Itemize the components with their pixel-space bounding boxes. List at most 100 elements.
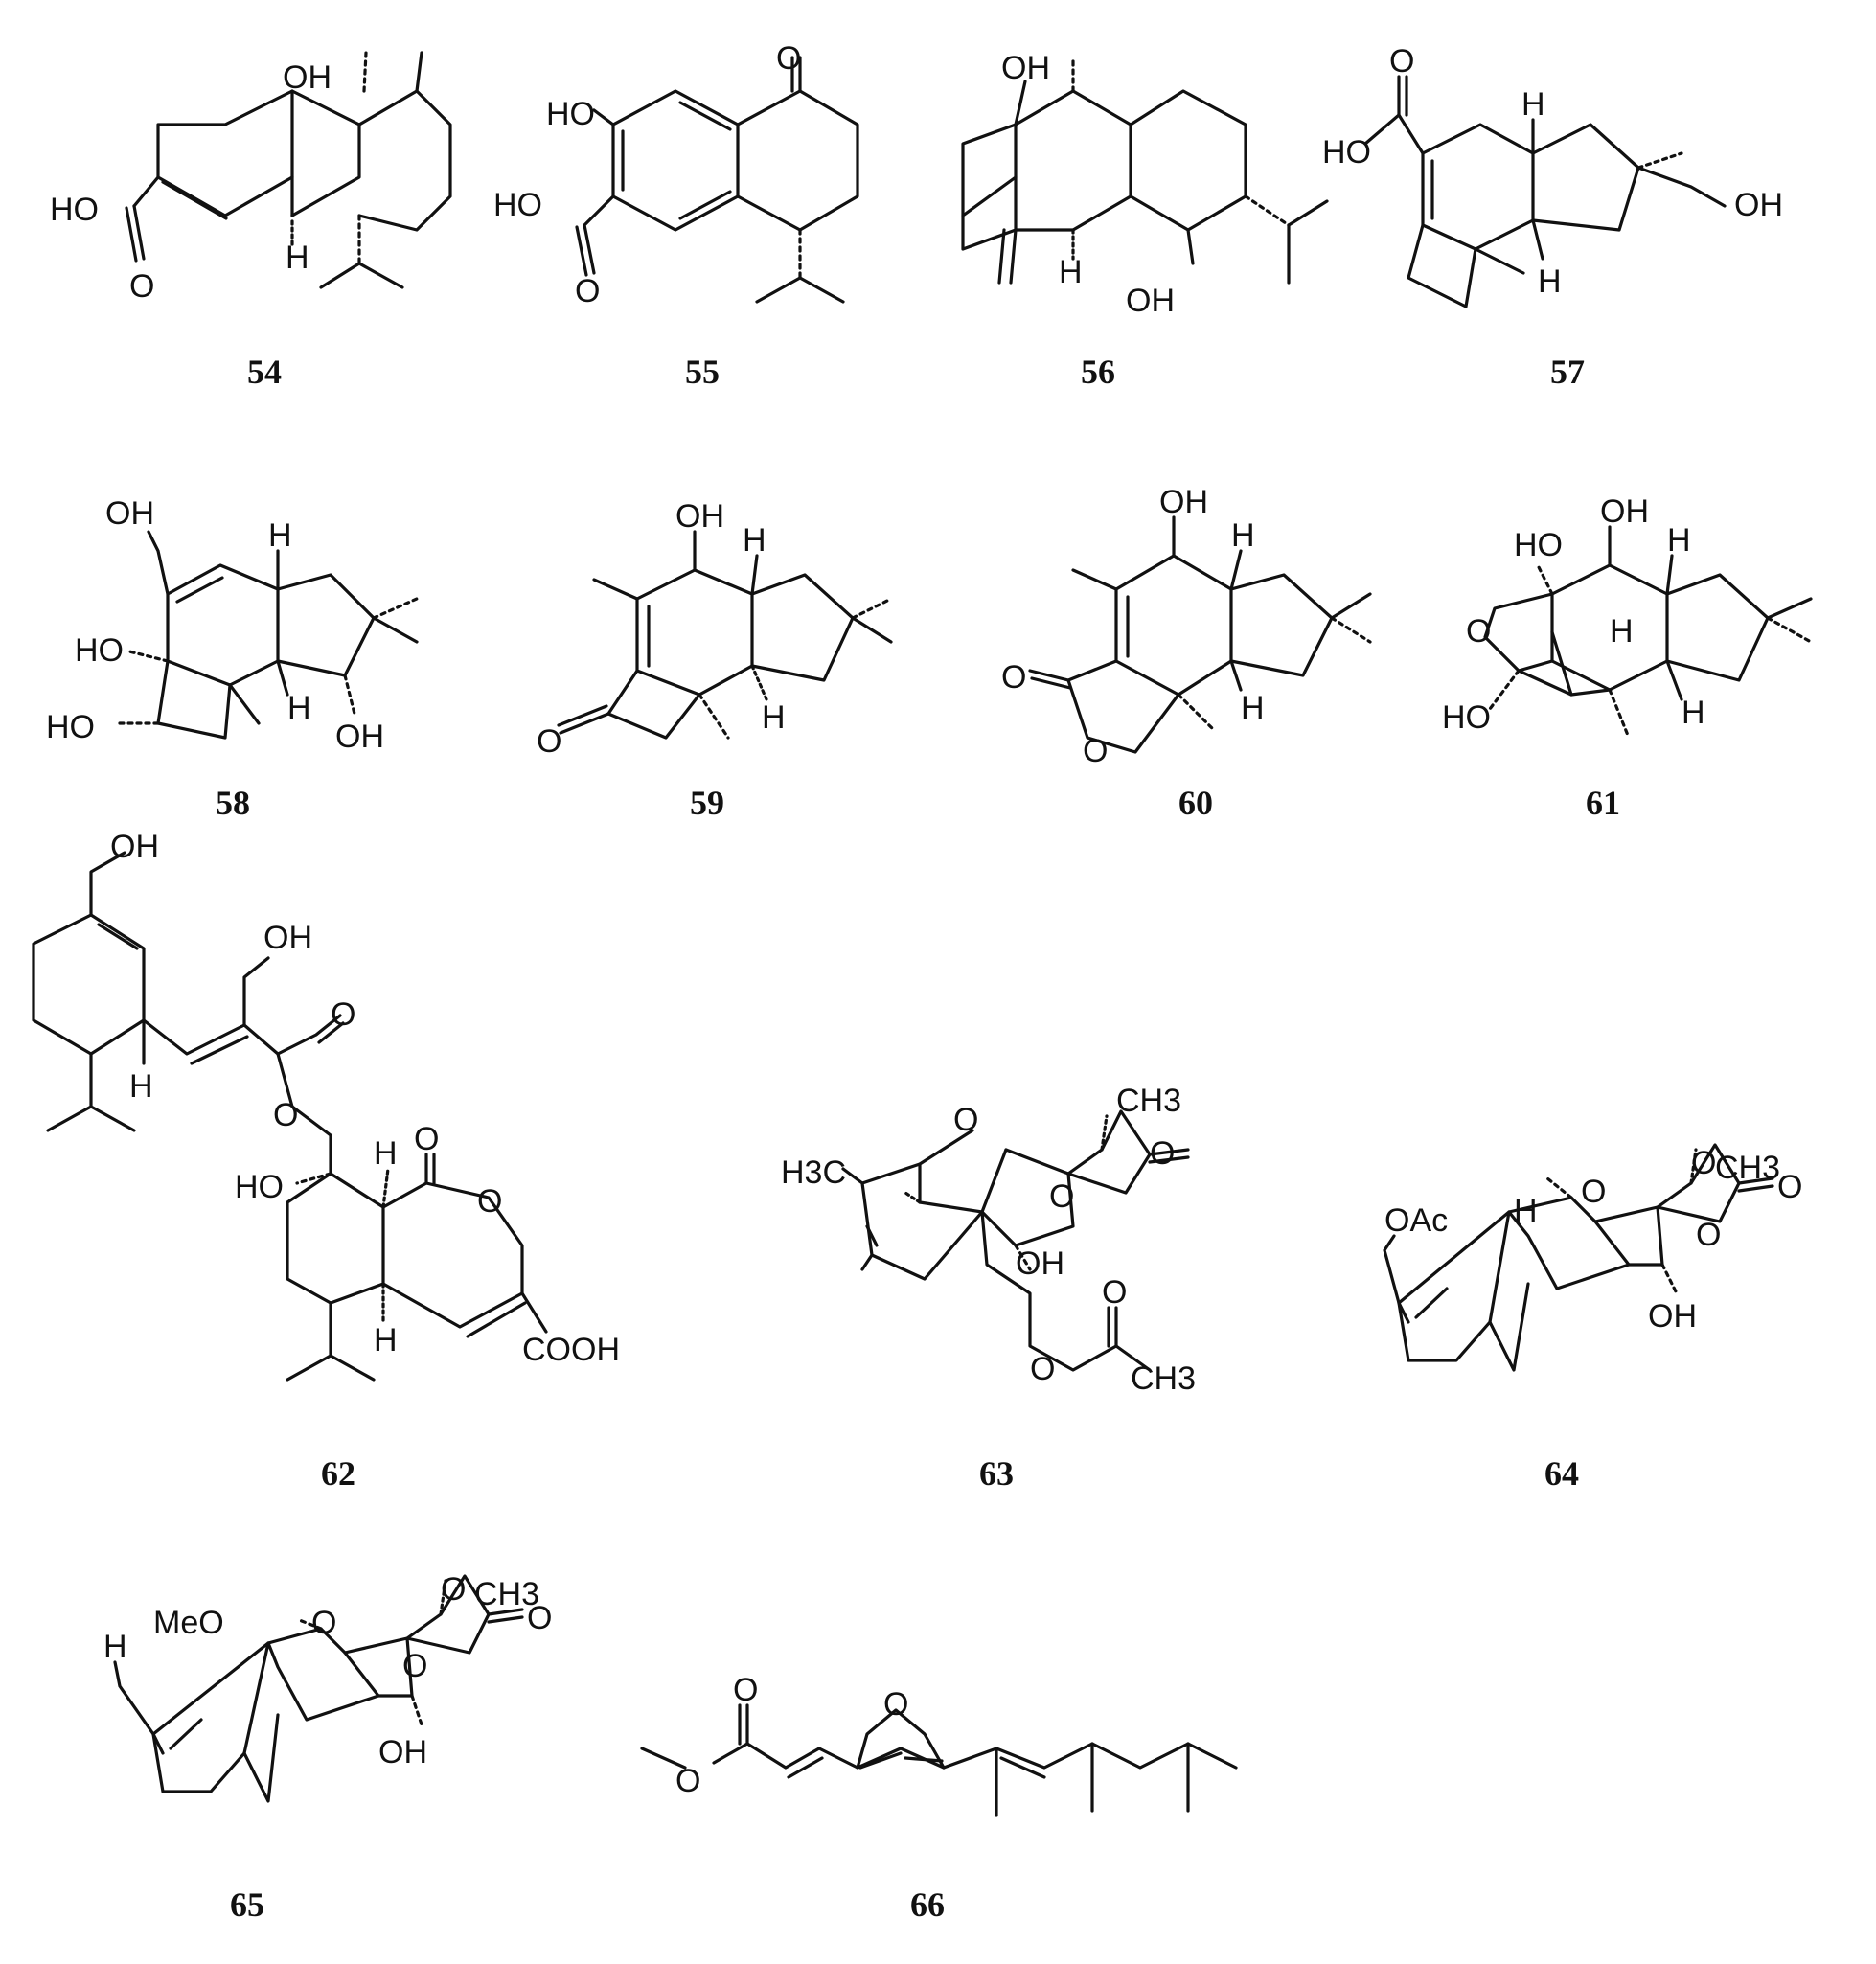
label-63-o-carbonyl: O: [1150, 1135, 1175, 1172]
label-66-o-ester: O: [675, 1763, 700, 1799]
label-62-ho: HO: [235, 1169, 284, 1205]
label-54-ho: HO: [50, 192, 99, 228]
label-55-o-acid: O: [575, 273, 600, 309]
label-61-h-bottom: H: [1682, 695, 1705, 731]
label-63-ch3-bottom: CH3: [1131, 1360, 1196, 1397]
label-62-o-lactone: O: [477, 1183, 502, 1220]
compound-number-58: 58: [216, 784, 250, 822]
label-63-o-ring: O: [953, 1102, 978, 1138]
label-62-cooh: COOH: [522, 1332, 620, 1368]
label-64-oh: OH: [1648, 1298, 1697, 1335]
label-63-o-acetate-carbonyl: O: [1102, 1274, 1127, 1311]
label-59-h-top: H: [743, 522, 766, 559]
compound-number-62: 62: [321, 1454, 355, 1493]
label-66-o-carbonyl: O: [733, 1672, 758, 1708]
label-64-o-carbonyl: O: [1777, 1169, 1802, 1205]
compound-number-60: 60: [1178, 784, 1213, 822]
compound-number-63: 63: [979, 1454, 1014, 1493]
label-61-ho-bottom: HO: [1442, 699, 1491, 736]
compound-number-56: 56: [1081, 353, 1115, 391]
label-62-o-ester: O: [273, 1097, 298, 1133]
label-58-oh-top: OH: [105, 495, 154, 532]
structure-57: O HO H OH H 57: [1322, 43, 1783, 391]
label-54-o: O: [129, 268, 154, 305]
compound-number-59: 59: [690, 784, 724, 822]
label-65-h: H: [103, 1629, 127, 1665]
label-60-o-carbonyl: O: [1001, 659, 1026, 696]
label-56-oh-bottom: OH: [1126, 283, 1175, 319]
structure-65: H MeO O O CH3 O O OH 65: [103, 1571, 552, 1924]
compound-number-54: 54: [247, 353, 282, 391]
label-65-o-lactone: O: [402, 1648, 427, 1684]
compound-number-57: 57: [1550, 353, 1585, 391]
label-60-h-top: H: [1231, 517, 1255, 554]
label-57-h-bottom: H: [1538, 263, 1562, 300]
compound-number-65: 65: [230, 1885, 264, 1924]
label-64-o-lactone: O: [1696, 1217, 1721, 1253]
label-63-o-acetate: O: [1030, 1351, 1055, 1387]
label-62-h-2: H: [374, 1135, 398, 1172]
label-63-o-lactone: O: [1049, 1178, 1074, 1215]
structure-54: OH H HO O 54: [50, 51, 452, 391]
label-58-h-top: H: [268, 517, 292, 554]
label-60-o-ring: O: [1083, 733, 1108, 769]
label-58-ho-1: HO: [75, 632, 124, 669]
structure-56: OH H OH 56: [961, 50, 1329, 391]
label-65-o-ring: O: [311, 1605, 336, 1641]
label-56-oh-top: OH: [1001, 50, 1050, 86]
label-63-ch3-top: CH3: [1116, 1083, 1181, 1119]
label-57-o: O: [1389, 43, 1414, 80]
structure-55: HO HO O O 55: [493, 40, 859, 391]
label-64-h: H: [1514, 1193, 1538, 1229]
label-63-oh: OH: [1016, 1245, 1064, 1282]
structure-58: OH H HO HO H OH 58: [46, 495, 419, 822]
label-54-h: H: [286, 240, 309, 276]
label-61-o: O: [1466, 613, 1491, 650]
label-54-oh: OH: [283, 59, 332, 96]
label-62-oh-1: OH: [110, 829, 159, 865]
structure-63: O CH3 H3C O O OH O O CH3 63: [781, 1083, 1196, 1493]
label-64-ch3: CH3: [1715, 1150, 1780, 1186]
label-58-h-bottom: H: [287, 690, 311, 726]
compound-number-64: 64: [1544, 1454, 1579, 1493]
label-65-oh: OH: [378, 1734, 427, 1770]
label-56-h: H: [1059, 254, 1083, 290]
structure-64: OAc H O O CH3 O O OH 64: [1383, 1143, 1802, 1493]
label-64-oac: OAc: [1384, 1202, 1448, 1239]
label-65-ch3: CH3: [474, 1576, 539, 1612]
label-65-o-carbonyl: O: [527, 1600, 552, 1636]
label-57-h-top: H: [1521, 86, 1545, 123]
structure-61: OH HO H O H HO H 61: [1442, 493, 1813, 822]
label-58-ho-2: HO: [46, 709, 95, 745]
label-66-o-ring: O: [883, 1686, 908, 1723]
label-60-oh: OH: [1159, 484, 1208, 520]
label-59-h-bottom: H: [762, 699, 786, 736]
label-59-oh: OH: [675, 498, 724, 535]
label-61-ho-top: HO: [1514, 527, 1563, 563]
label-62-o-lactone-carbonyl: O: [414, 1121, 439, 1157]
label-61-h-top: H: [1667, 522, 1691, 559]
compound-number-66: 66: [910, 1885, 945, 1924]
label-62-h-1: H: [129, 1068, 153, 1105]
label-62-oh-2: OH: [263, 920, 312, 956]
label-55-ho-1: HO: [546, 96, 595, 132]
label-55-o-ketone: O: [776, 40, 801, 77]
structure-60: OH H O O H 60: [1001, 484, 1372, 822]
label-62-o-ester-carbonyl: O: [331, 996, 355, 1033]
label-57-oh: OH: [1734, 187, 1783, 223]
label-65-meo: MeO: [153, 1605, 224, 1641]
label-57-ho: HO: [1322, 134, 1371, 171]
label-64-o-ring: O: [1581, 1174, 1606, 1210]
label-61-oh: OH: [1600, 493, 1649, 530]
structure-59: OH H O H 59: [537, 498, 893, 822]
label-58-oh-bottom: OH: [335, 719, 384, 755]
label-64-o-epoxide: O: [1691, 1145, 1716, 1181]
label-61-h-mid: H: [1610, 613, 1634, 650]
label-60-h-bottom: H: [1241, 690, 1265, 726]
structure-66: O O O 66: [640, 1672, 1238, 1924]
label-63-h3c: H3C: [781, 1154, 846, 1191]
label-65-o-epoxide: O: [441, 1571, 466, 1608]
label-55-ho-2: HO: [493, 187, 542, 223]
compound-number-61: 61: [1586, 784, 1620, 822]
